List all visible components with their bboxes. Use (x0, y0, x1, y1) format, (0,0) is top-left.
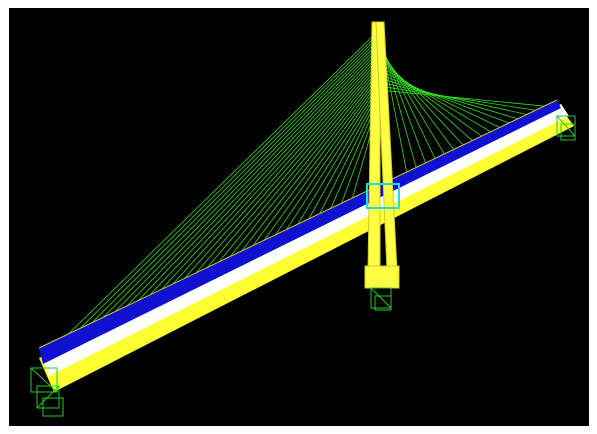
stay-cable (264, 83, 380, 251)
stay-cable (378, 53, 472, 154)
pylon-foundation-frame (370, 287, 392, 311)
stay-cable (192, 65, 380, 285)
support-frames (30, 115, 576, 417)
stay-cable (168, 59, 380, 297)
stay-cable (378, 69, 513, 134)
stay-cable (180, 62, 380, 291)
stay-cable (378, 77, 534, 124)
stay-cable (252, 80, 380, 256)
bridge-model-canvas[interactable] (9, 8, 589, 426)
stay-cable (312, 95, 380, 228)
stay-cable (378, 65, 503, 139)
stay-cable (378, 61, 492, 144)
stay-cable (108, 44, 380, 325)
stay-cable (204, 68, 380, 279)
stay-cable (228, 74, 380, 268)
stay-cable (156, 56, 380, 302)
stay-cable (378, 81, 544, 119)
stay-cable (72, 35, 380, 342)
bridge-pylon[interactable] (364, 21, 400, 289)
stay-cable (84, 38, 380, 337)
stay-cable (144, 53, 380, 308)
stay-cables (48, 29, 565, 354)
stay-cable (48, 29, 380, 354)
stay-cable (378, 73, 523, 129)
stay-cable (96, 41, 380, 331)
deck-white-surface (41, 104, 569, 376)
stay-cable (60, 32, 380, 348)
stay-cable (378, 89, 565, 109)
stay-cable (216, 71, 380, 274)
pylon-crossbeam (366, 183, 400, 209)
stay-cable (288, 89, 380, 239)
deck-blue-lane (39, 100, 561, 364)
right-abutment-frame (556, 115, 576, 141)
left-abutment-frame (30, 367, 64, 417)
stay-cable (378, 49, 461, 159)
stay-cable (240, 77, 380, 262)
stay-cable (120, 47, 380, 319)
stay-cable (378, 85, 554, 114)
deck-edge-line (38, 99, 558, 349)
3d-model-viewport[interactable] (9, 8, 589, 426)
stay-cable (276, 86, 380, 245)
bridge-deck[interactable] (38, 99, 574, 392)
stay-cable (132, 50, 380, 314)
stay-cable (300, 92, 380, 234)
pylon-base (364, 265, 400, 289)
stay-cable (378, 57, 482, 149)
